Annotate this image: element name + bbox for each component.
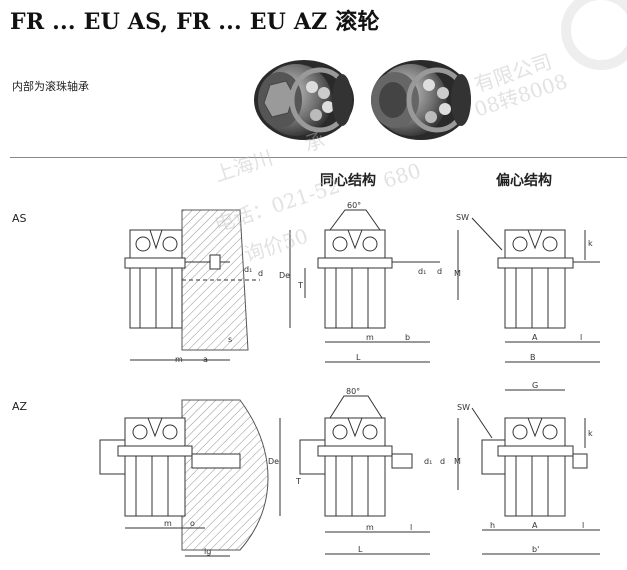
dim-A-as: A	[532, 333, 538, 342]
dim-bprime-az: b'	[532, 545, 539, 554]
row-label-as: AS	[12, 212, 27, 225]
page-title: FR ... EU AS, FR ... EU AZ 滚轮	[10, 9, 380, 35]
corner-logo	[561, 0, 627, 70]
roller-photo-az	[371, 60, 471, 140]
dim-d-az: d	[440, 457, 445, 466]
watermark-fragment-b: 680	[380, 158, 424, 193]
dim-d-as: d	[258, 269, 263, 278]
dim-b-as: b	[405, 333, 410, 342]
dim-m-az-c: m	[366, 523, 374, 532]
dim-m-as: m	[175, 355, 183, 364]
dim-m-as-c: m	[366, 333, 374, 342]
dim-T-az: T	[295, 477, 301, 486]
angle-80: 80°	[346, 387, 360, 396]
dim-M-az: M	[454, 457, 461, 466]
heading-concentric: 同心结构	[320, 173, 376, 189]
dim-A-az: A	[532, 521, 538, 530]
dim-l-az: l	[410, 523, 412, 532]
dim-De-az: De	[268, 457, 279, 466]
page-subtitle: 内部为滚珠轴承	[12, 80, 89, 93]
dim-lg-az: lg	[204, 547, 211, 556]
row-label-az: AZ	[12, 400, 28, 413]
dim-l-as: l	[580, 333, 582, 342]
watermark-line1: 上海川	[211, 145, 276, 187]
roller-photo-as	[254, 60, 354, 140]
dim-l-az-e: l	[582, 521, 584, 530]
dim-G-az: G	[532, 381, 538, 390]
dim-o-az: o	[190, 519, 195, 528]
dim-a-as: a	[203, 355, 208, 364]
dim-d-as-c: d	[437, 267, 442, 276]
dim-T-as: T	[297, 281, 303, 290]
dim-d1-az: d₁	[424, 457, 432, 466]
dim-k-az: k	[588, 429, 593, 438]
dim-sw-az: SW	[457, 403, 470, 412]
dim-sw-as: SW	[456, 213, 469, 222]
drawings-as: m a s d₁ d 60° De T d₁ d M m b L SW	[124, 201, 600, 364]
section-divider	[10, 157, 627, 158]
dim-L-az: L	[358, 545, 363, 554]
dim-k-as: k	[588, 239, 593, 248]
dim-s-as: s	[228, 335, 232, 344]
dim-d1-as-c: d₁	[418, 267, 426, 276]
angle-60: 60°	[347, 201, 361, 210]
dim-h-az: h	[490, 521, 495, 530]
dim-d1-as: d₁	[244, 265, 252, 274]
dim-m-az: m	[164, 519, 172, 528]
dim-De-as: De	[279, 271, 290, 280]
heading-eccentric: 偏心结构	[496, 173, 552, 189]
dim-L-as: L	[356, 353, 361, 362]
dim-B-as: B	[530, 353, 536, 362]
dim-M-as: M	[454, 269, 461, 278]
drawings-az: m o lg 80° De T d₁ d M m l L SW G	[99, 381, 600, 557]
